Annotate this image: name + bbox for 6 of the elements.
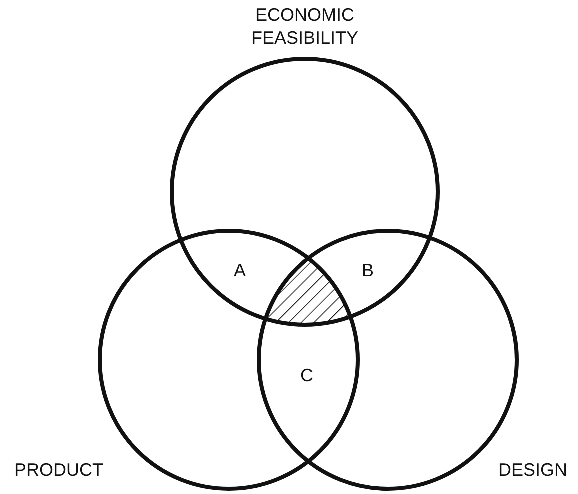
- circle-heading: DESIGN: [497, 459, 568, 482]
- circle-heading: ECONOMIC FEASIBILITY: [250, 4, 360, 50]
- region-label: C: [300, 366, 314, 386]
- region-label: A: [234, 260, 246, 282]
- circle-heading: PRODUCT: [14, 459, 104, 482]
- region-label: B: [362, 260, 374, 282]
